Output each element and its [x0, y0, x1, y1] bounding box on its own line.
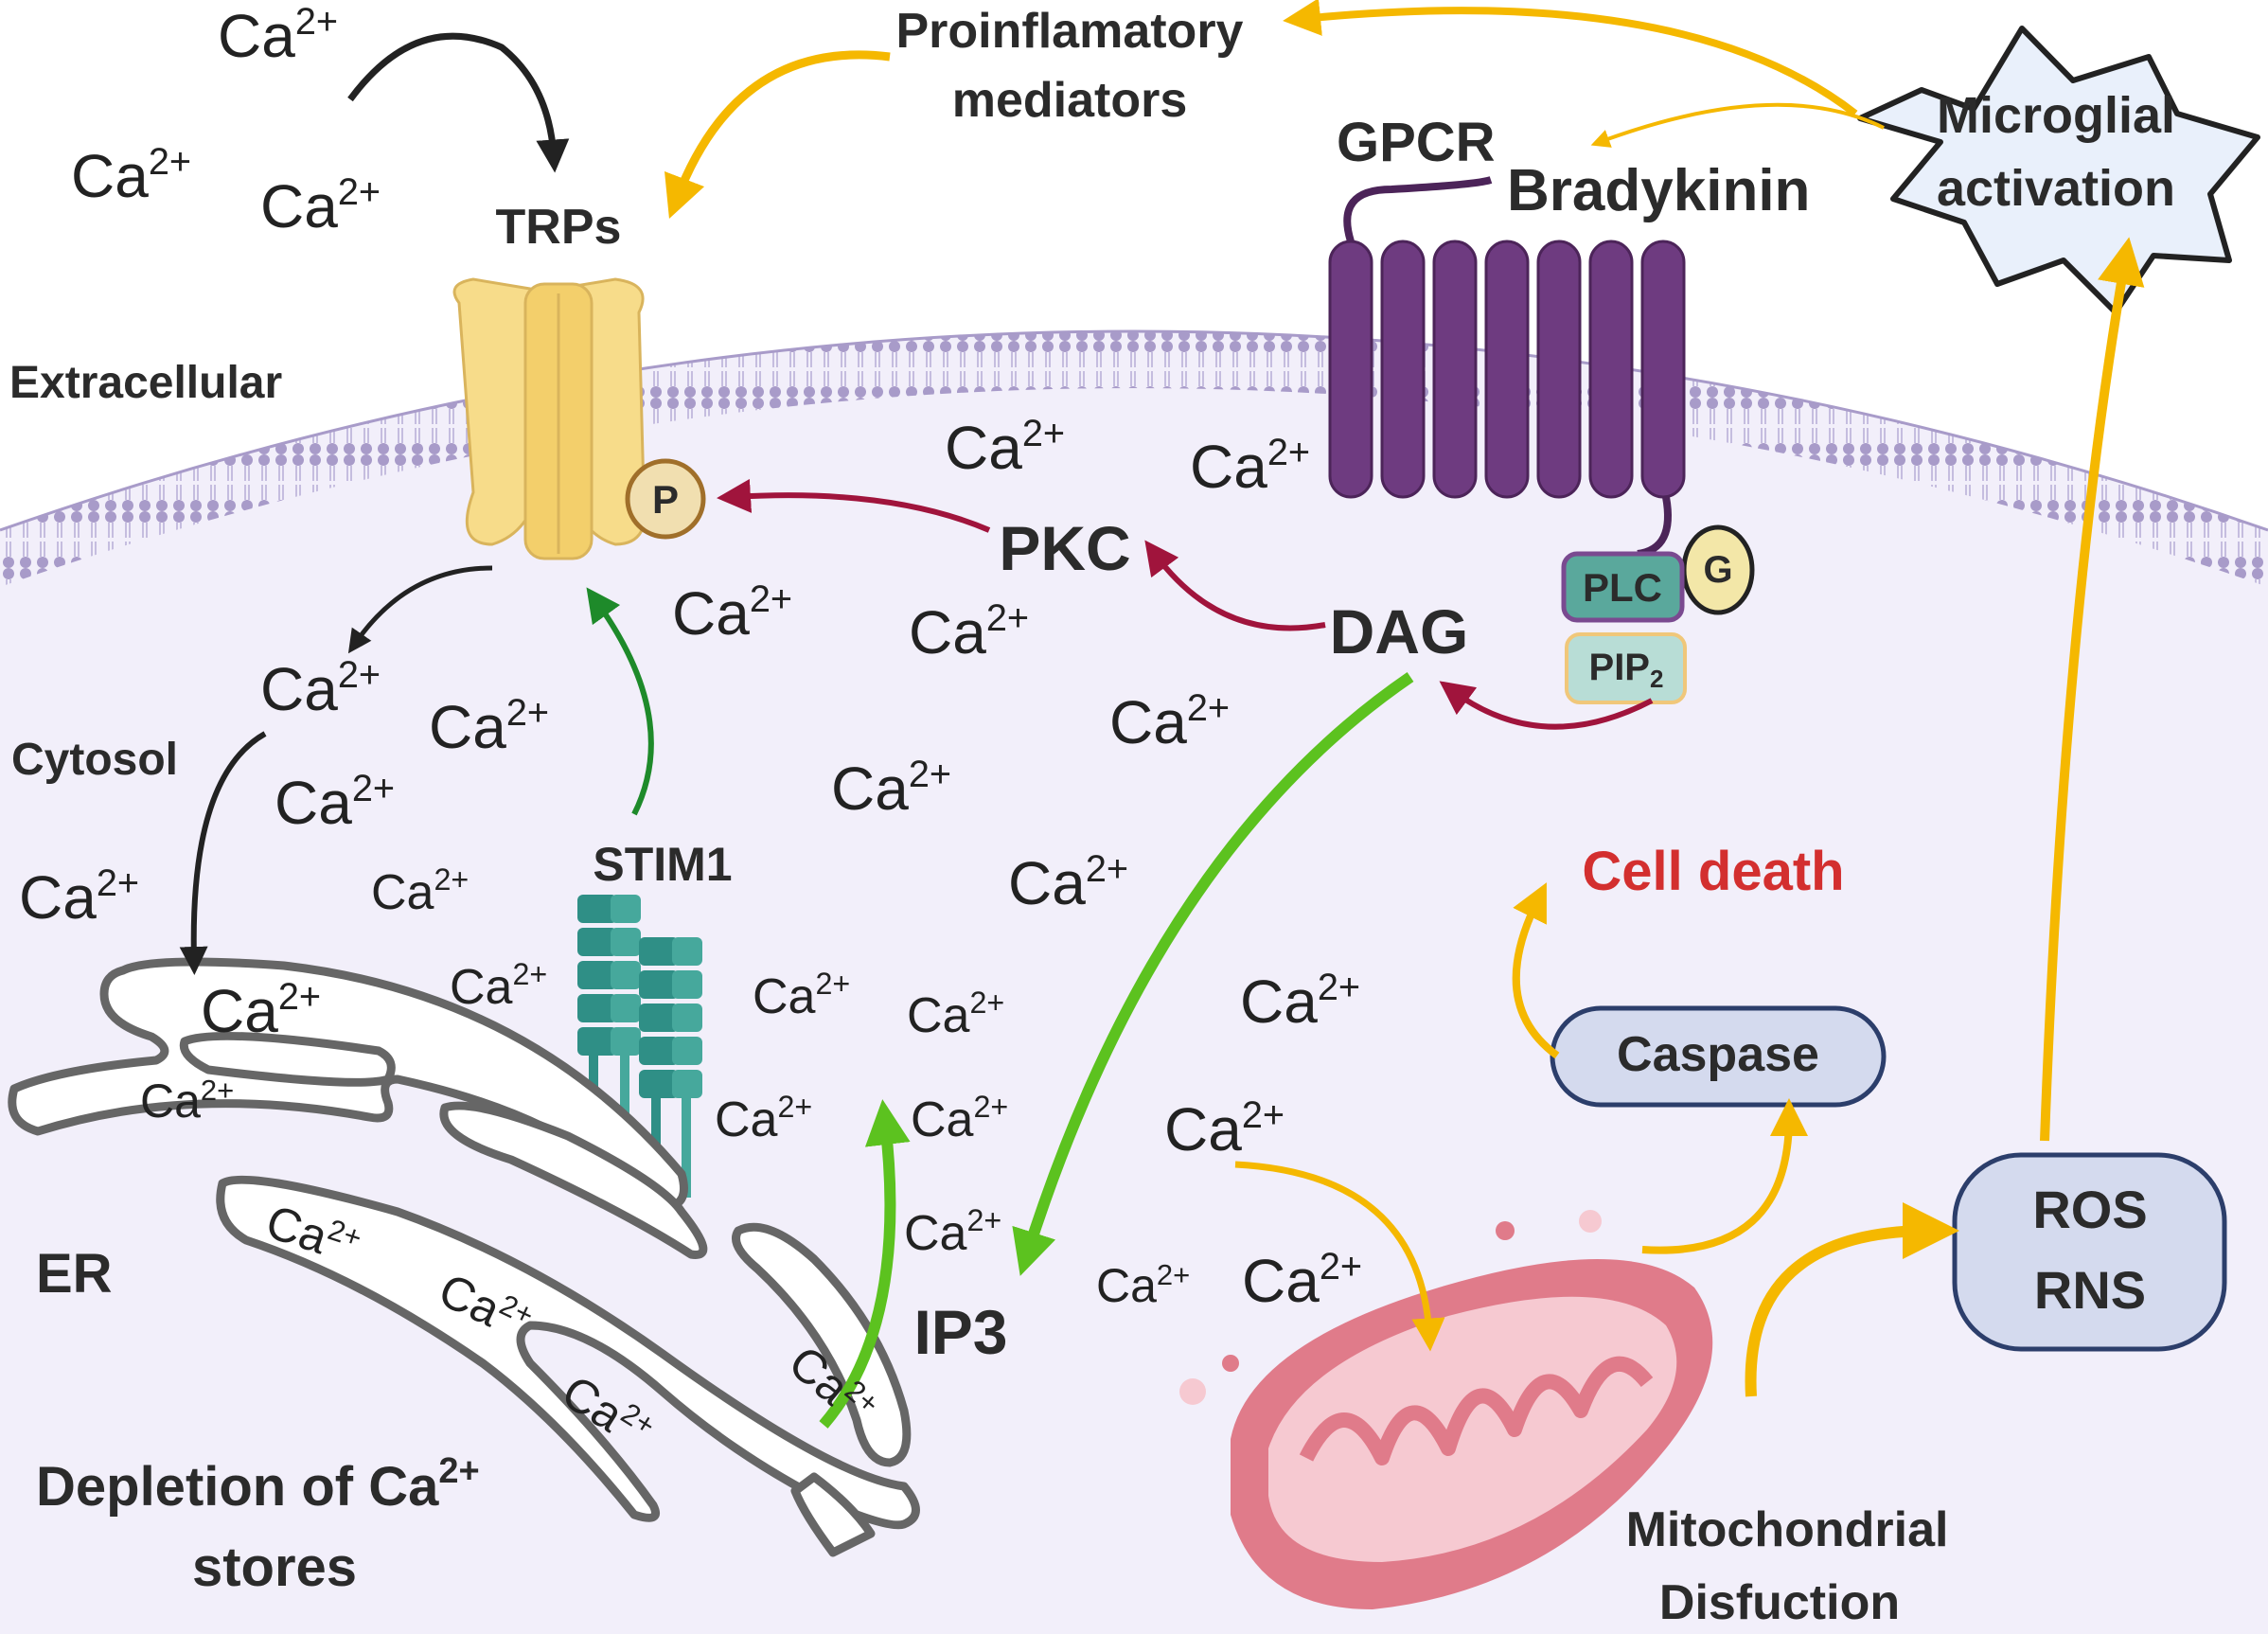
arrows — [179, 0, 2145, 1429]
arrow-pkc-to-trp — [717, 478, 991, 533]
gpcr-icon — [1328, 176, 1686, 558]
calcium-ion: Ca2+ — [672, 578, 792, 648]
gpcr-label: GPCR — [1337, 112, 1496, 173]
arrow-ca-into-trp — [347, 32, 570, 173]
er-icon — [8, 957, 920, 1557]
mitochondrion-icon — [1179, 1210, 1713, 1609]
phosphate-label: P — [652, 477, 679, 522]
arrow-proinflammatory-to-trp — [664, 50, 891, 220]
er-label: ER — [36, 1243, 113, 1305]
caspase-label: Caspase — [1617, 1027, 1819, 1082]
ros-rns-box: ROS RNS — [1952, 1152, 2227, 1352]
arrow-cytosol-to-er — [179, 731, 267, 975]
calcium-ion: Ca2+ — [1242, 1246, 1362, 1315]
trps-label: TRPs — [496, 200, 622, 255]
proinflammatory-label-line1: Proinflamatory — [896, 4, 1244, 59]
calcium-ion: Ca2+ — [201, 976, 321, 1045]
pip2-box: PIP2 — [1565, 632, 1687, 704]
calcium-ion: Ca2+ — [260, 654, 381, 723]
calcium-ion: Ca2+ — [429, 692, 549, 761]
calcium-ion: Ca2+ — [1096, 1258, 1190, 1312]
bradykinin-label: Bradykinin — [1507, 158, 1810, 223]
arrow-trp-to-cytosol — [347, 565, 493, 654]
g-protein-label: G — [1703, 549, 1732, 591]
mitochondrial-label-line1: Mitochondrial — [1626, 1502, 1949, 1557]
cytosol-label: Cytosol — [11, 735, 178, 785]
arrow-microglia-to-mediators — [1283, 0, 1858, 117]
proinflammatory-label-line2: mediators — [952, 73, 1188, 128]
arrow-dag-to-ip3 — [1012, 672, 1414, 1276]
arrow-pip2-to-dag — [1439, 681, 1654, 730]
calcium-ion: Ca2+ — [945, 413, 1065, 482]
calcium-ion: Ca2+ — [715, 1090, 812, 1147]
calcium-ion: Ca2+ — [1008, 848, 1128, 917]
caspase-box: Caspase — [1550, 1005, 1887, 1108]
calcium-ion: Ca2+ — [909, 597, 1029, 666]
pip2-label: PIP2 — [1589, 647, 1664, 693]
calcium-ion: Ca2+ — [1190, 432, 1310, 501]
calcium-ion: Ca2+ — [753, 967, 850, 1024]
calcium-ion: Ca2+ — [911, 1090, 1008, 1147]
arrow-ca-into-mito — [1234, 1161, 1445, 1352]
arrow-caspase-to-cell-death — [1512, 882, 1560, 1059]
calcium-ion: Ca2+ — [907, 986, 1004, 1043]
calcium-ion: Ca2+ — [218, 1, 338, 70]
arrow-mito-to-ros — [1745, 1202, 1959, 1397]
trp-channel-icon — [452, 277, 647, 560]
calcium-ion: Ca2+ — [140, 1074, 234, 1128]
rns-label: RNS — [2034, 1260, 2146, 1320]
pkc-label: PKC — [999, 513, 1130, 583]
calcium-ion: Ca2+ — [19, 862, 139, 932]
plc-enzyme: PLC — [1561, 551, 1685, 623]
calcium-ion: Ca2+ — [1240, 967, 1360, 1036]
microglial-label-line1: Microglial — [1937, 87, 2175, 144]
microglia-star-icon — [1857, 26, 2260, 315]
calcium-ions: Ca2+ Ca2+ Ca2+ Ca2+ Ca2+ Ca2+ Ca2+ Ca2+ … — [19, 1, 1362, 1442]
calcium-ion: Ca2+ — [71, 141, 191, 210]
ip3-label: IP3 — [913, 1297, 1007, 1367]
depletion-label-line1: Depletion of Ca2+ — [36, 1451, 480, 1518]
calcium-ion: Ca2+ — [275, 768, 395, 837]
extracellular-label: Extracellular — [9, 358, 282, 408]
calcium-ion: Ca2+ — [904, 1203, 1001, 1261]
stim1-label: STIM1 — [593, 838, 732, 891]
calcium-ion: Ca2+ — [260, 171, 381, 240]
mitochondrial-label-line2: Disfuction — [1659, 1575, 1900, 1630]
calcium-ion: Ca2+ — [1109, 687, 1230, 756]
arrow-mito-to-caspase — [1641, 1098, 1808, 1254]
arrow-microglia-to-bradykinin — [1590, 102, 1885, 148]
calcium-ion: Ca2+ — [371, 862, 469, 920]
microglial-label-line2: activation — [1937, 160, 2175, 217]
arrow-dag-to-pkc — [1144, 540, 1326, 631]
plc-label: PLC — [1583, 565, 1662, 610]
arrow-stim1-to-trp — [586, 587, 654, 816]
membrane-outer-edge — [0, 329, 2268, 532]
ros-label: ROS — [2032, 1180, 2147, 1239]
depletion-label-line2: stores — [192, 1536, 357, 1598]
arrow-ip3-to-er — [819, 1099, 911, 1429]
arrow-ros-to-microglia — [2040, 237, 2145, 1142]
phosphate-badge: P — [625, 458, 706, 540]
calcium-ion: Ca2+ — [450, 957, 547, 1015]
g-protein: G — [1681, 524, 1755, 615]
dag-label: DAG — [1330, 596, 1469, 666]
calcium-ion: Ca2+ — [831, 754, 951, 823]
cell-death-label: Cell death — [1582, 841, 1844, 902]
calcium-ion: Ca2+ — [1164, 1094, 1285, 1163]
